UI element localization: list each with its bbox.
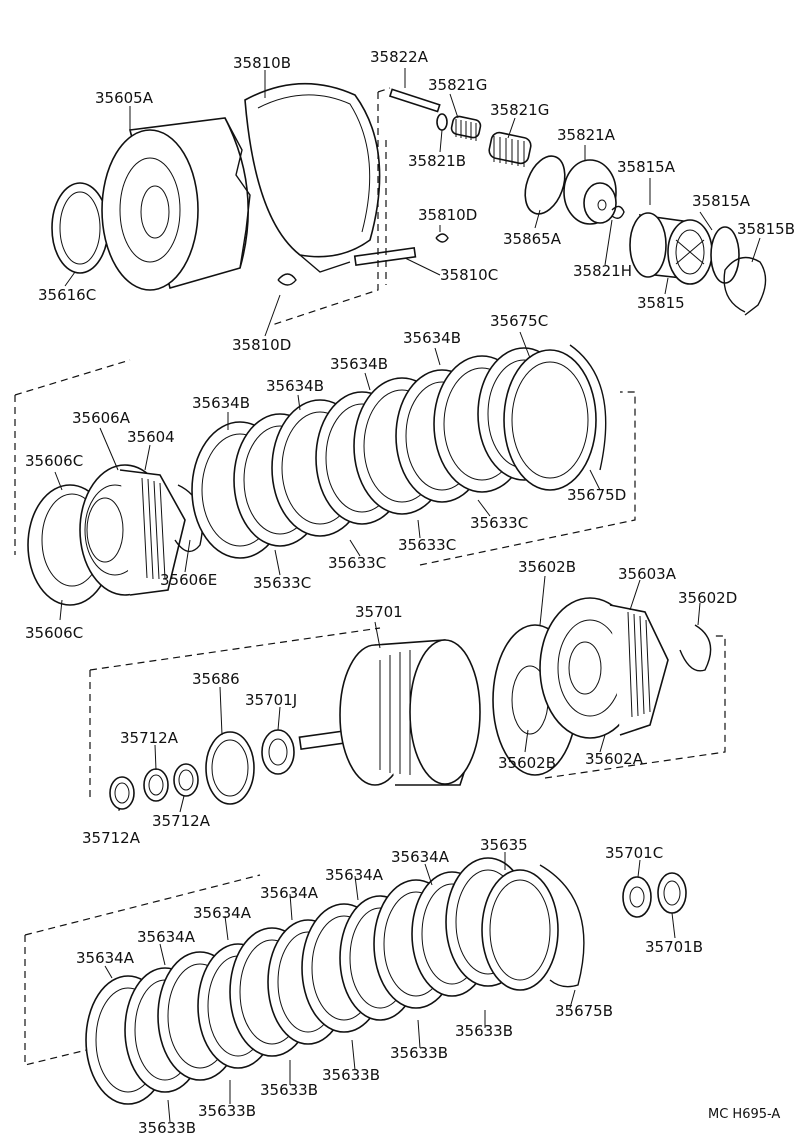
label-35810D-1: 35810D — [418, 206, 477, 224]
label-35815: 35815 — [637, 294, 685, 312]
clip-35810D-upper — [435, 233, 449, 243]
label-35633B-6: 35633B — [138, 1119, 196, 1137]
label-35633C-1: 35633C — [470, 514, 528, 532]
flange-35675C — [503, 349, 597, 491]
label-35712A-1: 35712A — [120, 729, 179, 747]
label-35810B: 35810B — [233, 54, 291, 72]
label-35675C: 35675C — [490, 312, 548, 330]
leader-lines — [54, 68, 761, 1123]
piston-35821A — [563, 159, 617, 225]
label-35633B-3: 35633B — [322, 1066, 380, 1084]
spring-35821G-large — [488, 131, 532, 167]
piston-35606A — [79, 464, 186, 596]
spring-35821G-small — [450, 115, 482, 141]
label-35821A: 35821A — [557, 126, 616, 144]
label-35865A: 35865A — [503, 230, 562, 248]
label-35810D-2: 35810D — [232, 336, 291, 354]
label-35822A: 35822A — [370, 48, 429, 66]
label-35634A-1: 35634A — [391, 848, 450, 866]
label-35821H: 35821H — [573, 262, 632, 280]
label-35633C-4: 35633C — [253, 574, 311, 592]
piston-35602A — [539, 597, 669, 739]
label-35633B-5: 35633B — [198, 1102, 256, 1120]
label-35602B-2: 35602B — [498, 754, 556, 772]
label-35701B: 35701B — [645, 938, 703, 956]
label-35634B-3: 35634B — [266, 377, 324, 395]
label-35634A-4: 35634A — [193, 904, 252, 922]
label-35603A: 35603A — [618, 565, 677, 583]
label-35602B-1: 35602B — [518, 558, 576, 576]
section-clutch-b — [24, 857, 687, 1105]
label-35815A-1: 35815A — [617, 158, 676, 176]
label-35712A-2: 35712A — [152, 812, 211, 830]
label-35634A-5: 35634A — [137, 928, 196, 946]
label-35633B-1: 35633B — [455, 1022, 513, 1040]
rod-35822A — [388, 88, 441, 113]
washer-35712A-1 — [109, 776, 135, 810]
hub-35701 — [298, 639, 481, 786]
part-labels: 35605A 35810B 35822A 35821G 35821G 35821… — [25, 48, 795, 1137]
section-clutch-c — [14, 344, 636, 606]
washer-35712A-2 — [143, 768, 169, 802]
clip-35810D-lower — [277, 273, 297, 286]
snapring-35675D — [569, 344, 607, 471]
label-35633C-2: 35633C — [398, 536, 456, 554]
washer-35712A-3 — [173, 763, 199, 797]
label-35634B-4: 35634B — [192, 394, 250, 412]
label-35821G-1: 35821G — [428, 76, 487, 94]
bearing-35701J — [261, 729, 295, 775]
section-brake-band — [51, 82, 767, 326]
bearing-35701B — [657, 872, 687, 914]
label-35606C-1: 35606C — [25, 452, 83, 470]
label-35634B-1: 35634B — [403, 329, 461, 347]
plate-35633B-6 — [481, 869, 559, 991]
snapring-35815B — [723, 256, 767, 316]
label-35633B-2: 35633B — [390, 1044, 448, 1062]
clip-35821H — [611, 205, 625, 219]
label-35604: 35604 — [127, 428, 175, 446]
label-35821G-2: 35821G — [490, 101, 549, 119]
label-35701J: 35701J — [245, 691, 297, 709]
label-35815B: 35815B — [737, 220, 795, 238]
label-35701C: 35701C — [605, 844, 663, 862]
ring-35865A — [524, 155, 566, 215]
race-35701C — [622, 876, 652, 918]
snapring-35602D — [679, 624, 712, 672]
footer-code: MC H695-A — [708, 1107, 780, 1122]
label-35634B-2: 35634B — [330, 355, 388, 373]
label-35633B-4: 35633B — [260, 1081, 318, 1099]
label-35815A-2: 35815A — [692, 192, 751, 210]
label-35606C-2: 35606C — [25, 624, 83, 642]
label-35821B: 35821B — [408, 152, 466, 170]
label-35606A: 35606A — [72, 409, 131, 427]
washer-35821B — [436, 113, 448, 131]
ring-35686 — [205, 731, 255, 805]
label-35602A: 35602A — [585, 750, 644, 768]
pin-35810C — [353, 246, 417, 267]
snapring-35675B — [539, 864, 585, 988]
label-35634A-3: 35634A — [260, 884, 319, 902]
label-35633C-3: 35633C — [328, 554, 386, 572]
label-35810C: 35810C — [440, 266, 498, 284]
section-clutch-hub — [89, 597, 726, 810]
label-35634A-6: 35634A — [76, 949, 135, 967]
label-35635: 35635 — [480, 836, 528, 854]
label-35602D: 35602D — [678, 589, 737, 607]
drum-35605A — [101, 117, 251, 291]
label-35606E: 35606E — [160, 571, 217, 589]
label-35675B: 35675B — [555, 1002, 613, 1020]
label-35701: 35701 — [355, 603, 403, 621]
label-35605A: 35605A — [95, 89, 154, 107]
cylinder-35815 — [629, 212, 713, 285]
label-35686: 35686 — [192, 670, 240, 688]
label-35675D: 35675D — [567, 486, 626, 504]
label-35634A-2: 35634A — [325, 866, 384, 884]
label-35712A-3: 35712A — [82, 829, 141, 847]
band-35810B — [244, 82, 381, 273]
label-35616C: 35616C — [38, 286, 96, 304]
